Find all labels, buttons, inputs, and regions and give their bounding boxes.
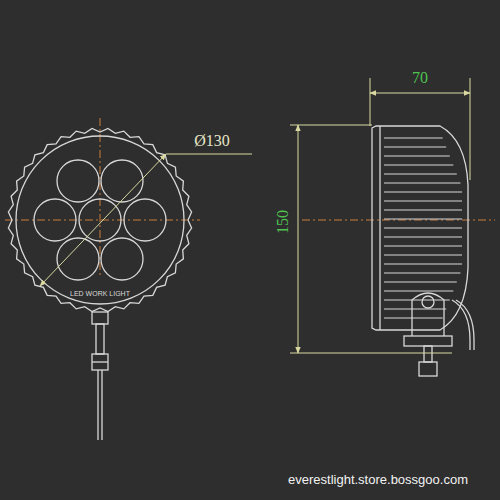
cooling-fin [384,309,446,310]
cooling-fin [384,237,462,238]
cooling-fin [384,246,462,247]
cooling-fin [384,201,462,202]
cooling-fin [384,255,462,256]
lamp-bezel [16,136,184,304]
cooling-fin [384,183,460,184]
led-reflectors [34,160,166,280]
dimension-lines [290,78,470,353]
cooling-fin [384,273,460,274]
cooling-fin [384,228,462,229]
side-housing [372,126,468,330]
knurled-ring [8,128,191,311]
cooling-fin [384,156,450,157]
center-line [5,118,495,278]
cooling-fin [384,210,462,211]
cooling-fin [384,318,443,319]
cooling-fin [384,165,453,166]
cooling-fin [384,219,462,220]
height-dimension-text: 150 [275,210,291,234]
cooling-fin [384,282,457,283]
diameter-dimension-text: Ø130 [194,133,230,149]
cooling-fin [384,300,450,301]
cooling-fin [384,147,446,148]
watermark: everestlight.store.bossgoo.com [288,473,468,486]
cooling-fin [384,174,457,175]
depth-dimension-text: 70 [412,70,428,86]
diameter-dimension [40,154,252,286]
lamp-brand-text: LED WORK LIGHT [70,290,130,297]
cooling-fin [384,192,462,193]
side-bracket [404,293,474,376]
cooling-fin [384,264,462,265]
knurl-edge [8,128,191,311]
front-stud [92,312,108,440]
cooling-fin [384,291,453,292]
cooling-fin [384,138,443,139]
